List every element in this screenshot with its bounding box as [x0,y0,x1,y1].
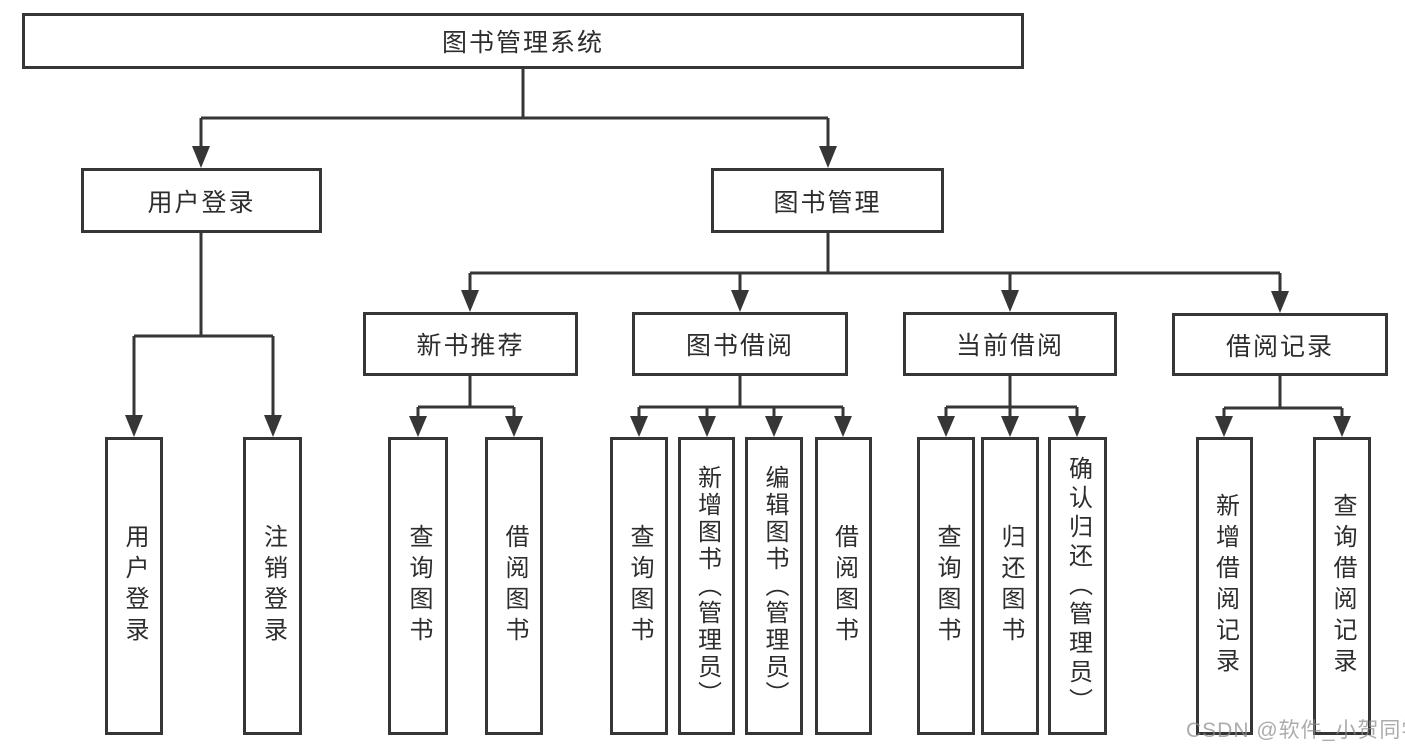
leaf-query-borrow-record: 查询借阅记录 [1313,437,1371,735]
node-library-system: 图书管理系统 [22,13,1024,69]
node-user-login: 用户登录 [81,168,322,233]
node-book-management: 图书管理 [711,168,944,233]
leaf-borrowing-borrow-books: 借阅图书 [815,437,872,735]
node-book-borrowing: 图书借阅 [632,312,848,376]
leaf-logout: 注销登录 [243,437,302,735]
node-borrowing-records: 借阅记录 [1172,313,1388,376]
leaf-edit-books-admin: 编辑图书（管理员） [745,437,803,735]
watermark: CSDN @软件_小贺同学 [1186,719,1405,742]
leaf-return-books: 归还图书 [981,437,1039,735]
node-current-borrowing: 当前借阅 [903,312,1117,376]
leaf-recommend-query-books: 查询图书 [388,437,448,735]
leaf-confirm-return-admin: 确认归还（管理员） [1048,437,1107,735]
leaf-current-query-books: 查询图书 [917,437,975,735]
leaf-add-borrow-record: 新增借阅记录 [1196,437,1253,735]
leaf-borrowing-query-books: 查询图书 [610,437,668,735]
node-new-book-recommend: 新书推荐 [363,312,578,376]
leaf-user-login: 用户登录 [105,437,163,735]
leaf-recommend-borrow-books: 借阅图书 [485,437,543,735]
leaf-add-books-admin: 新增图书（管理员） [678,437,735,735]
